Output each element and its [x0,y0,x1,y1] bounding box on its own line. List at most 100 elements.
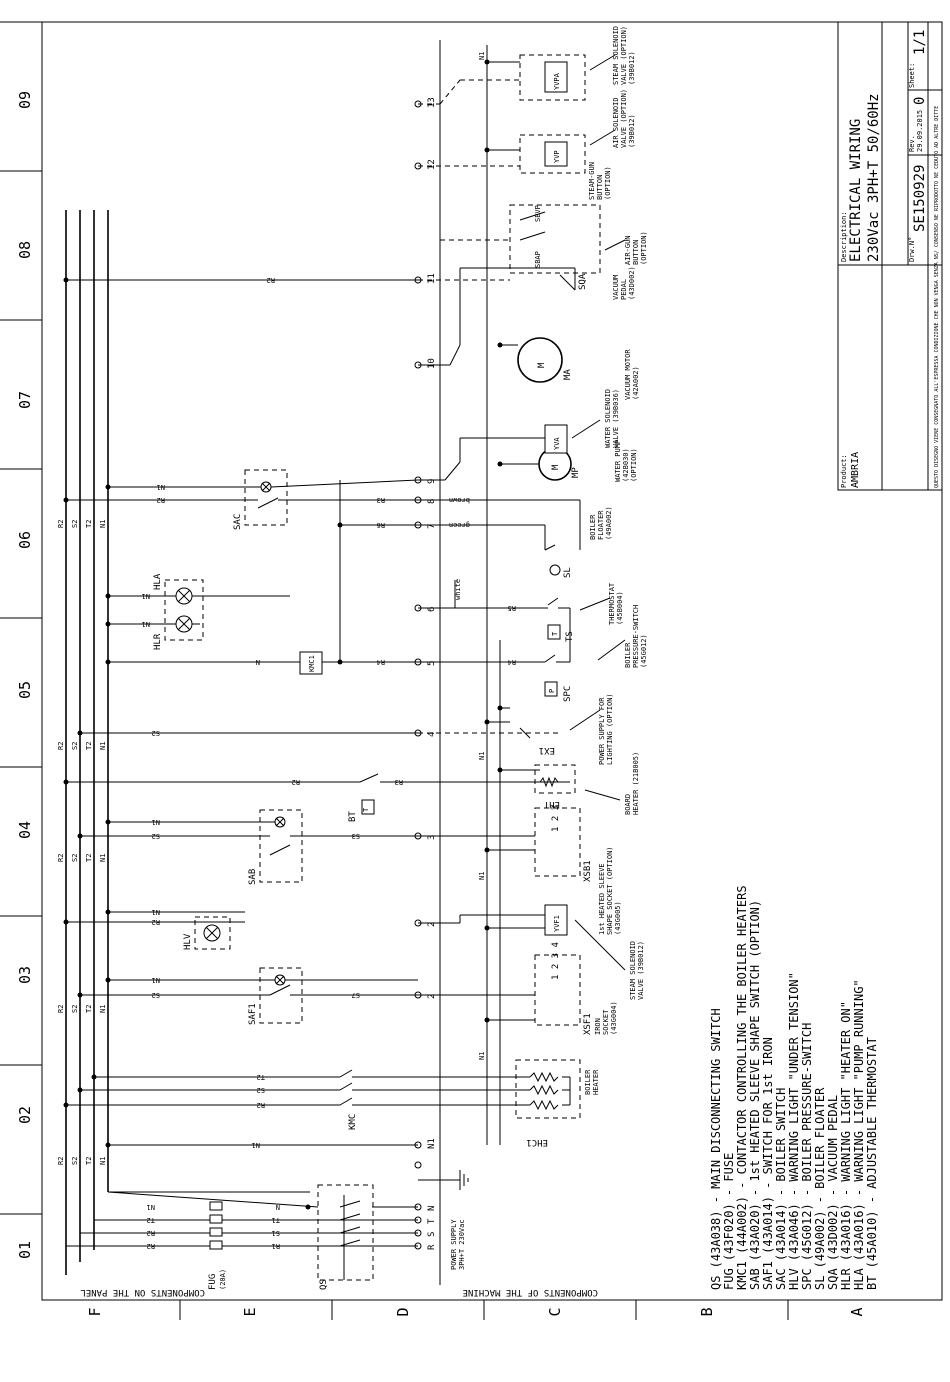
legend-item: SAB (43A020) - 1st HEATED SLEEVE SHAPE S… [748,900,762,1290]
terminal-S: S [427,1232,437,1237]
svg-text:SHAPE SOCKET (OPTION): SHAPE SOCKET (OPTION) [606,846,614,935]
mp-label: MP [571,467,581,478]
sac-label: SAC [233,514,243,530]
svg-text:R2: R2 [57,1005,65,1013]
svg-text:BOILER: BOILER [584,1069,592,1095]
warning-light-hlv: HLV [183,916,231,950]
pressure-switch-spc: P SPC BOILER PRESSURE-SWITCH (45G012) [544,605,648,702]
terminal-N: N [427,1206,437,1211]
row-label-E: E [241,1307,259,1316]
switch-sab: SAB [248,809,303,885]
row-label-B: B [698,1307,716,1316]
legend-item: QS (43A038) - MAIN DISCONNECTING SWITCH [709,1008,723,1290]
revision-label: Rev. [908,135,916,152]
sab-label: SAB [248,869,258,885]
terminal-6: 6 [427,607,437,612]
bt-label: BT [348,811,358,822]
legend-item: SL (49A002) - BOILER FLOATER [813,1087,827,1290]
column-label-02: 02 [16,1106,34,1124]
title-block: Product: AMBRIA Description: ELECTRICAL … [837,21,943,491]
legend-item: SAF1 (43A014) - SWITCH FOR 1st IRON [761,1037,775,1290]
column-label-08: 08 [16,241,34,259]
svg-text:STEAM SOLENOID: STEAM SOLENOID [629,941,637,1000]
xsb1-label: XSB1 [583,860,593,882]
terminal-5: 5 [427,661,437,666]
ex1-label: EX1 [539,745,555,755]
main-switch-qs: QS [317,1184,374,1290]
svg-text:N1: N1 [99,1005,107,1013]
svg-text:POWER SUPPLY: POWER SUPPLY [450,1219,458,1270]
contactor-kmc: KMC R2 S2 T2 [66,1069,530,1130]
svg-text:T: T [551,631,559,636]
svg-text:(39B012): (39B012) [628,51,636,85]
qs-label: QS [319,1279,329,1290]
svg-text:3PH+T 230Vac: 3PH+T 230Vac [458,1219,466,1270]
svg-text:PEDAL: PEDAL [620,279,628,300]
column-label-04: 04 [16,821,34,839]
svg-text:N1: N1 [99,742,107,750]
svg-text:T2: T2 [85,1157,93,1165]
component-legend: QS (43A038) - MAIN DISCONNECTING SWITCH … [709,885,879,1290]
terminal-3: 3 [427,835,437,840]
svg-text:S7: S7 [352,991,360,999]
gun-buttons-sbap-sbvp: SBAP SBVP AIR-GUN BUTTON (OPTION) STEAM-… [418,162,648,281]
boiler-heater-ehc1: EHC1 BOILER HEATER [515,1059,600,1147]
bus-R2: R2 [57,520,65,528]
svg-text:N1: N1 [478,1052,486,1060]
xsf1-label: XSF1 [583,1013,593,1035]
svg-text:(45G012): (45G012) [640,634,648,668]
kmc1-label: KMC1 [308,655,316,672]
legend-item: HLV (43A046) - WARNING LIGHT "UNDER TENS… [787,972,801,1290]
svg-text:R6: R6 [377,521,385,529]
svg-text:R2: R2 [157,496,165,504]
svg-text:R5: R5 [508,604,516,612]
svg-text:T2: T2 [85,1005,93,1013]
svg-text:S2: S2 [152,729,160,737]
svg-text:S2: S2 [257,1086,265,1094]
power-supply-label: POWER SUPPLY 3PH+T 230Vac [450,1219,466,1270]
terminal-10: 10 [427,358,437,369]
svg-text:N: N [276,1203,280,1211]
svg-text:VACUUM: VACUUM [612,275,620,300]
svg-text:VACUUM MOTOR: VACUUM MOTOR [624,349,632,400]
legend-item: FUG (43F020) - FUSE [722,1153,736,1290]
product-name: AMBRIA [850,452,861,488]
svg-text:N1: N1 [478,752,486,760]
svg-text:T1: T1 [272,1216,280,1224]
svg-text:(43G004): (43G004) [610,1001,618,1035]
description-line-1: ELECTRICAL WIRING [848,119,864,262]
svg-text:M: M [537,362,547,368]
svg-text:FLOATER: FLOATER [597,510,605,540]
svg-text:N1: N1 [478,52,486,60]
svg-text:WATER PUMP: WATER PUMP [614,440,622,482]
fuse-fug: FUG (20A) [208,1201,227,1290]
svg-text:S3: S3 [352,832,360,840]
row-label-F: F [86,1307,104,1316]
svg-text:1st HEATED SLEEVE: 1st HEATED SLEEVE [598,863,606,935]
vacuum-motor-ma: M MA VACUUM MOTOR (42A002) [517,337,640,400]
eht-label: EHT [543,799,560,809]
terminal-13: 13 [427,97,437,108]
legend-item: HLA (43A016) - WARNING LIGHT "PUMP RUNNI… [852,979,866,1290]
svg-text:S2: S2 [71,1005,79,1013]
svg-text:BOILER: BOILER [624,642,632,668]
row-label-A: A [848,1307,866,1316]
svg-text:T: T [362,807,370,812]
disclaimer: QUESTO DISEGNO VIENE CONSEGNATO ALL'ESPR… [934,106,940,488]
svg-text:AIR-GUN: AIR-GUN [624,235,632,265]
terminal-9: 9 [427,479,437,484]
sl-label: SL [563,567,573,578]
svg-text:BOILER: BOILER [589,514,597,540]
svg-text:(42A002): (42A002) [632,366,640,400]
svg-text:T2: T2 [147,1216,155,1224]
svg-text:S2: S2 [152,991,160,999]
terminal-N1: N1 [427,1138,437,1149]
svg-text:N1: N1 [142,620,150,628]
terminal-T: T [427,1218,437,1224]
svg-text:R2: R2 [292,778,300,786]
svg-text:R3: R3 [395,778,403,786]
sbvp-label: SBVP [534,205,542,222]
svg-text:N1: N1 [252,1141,260,1149]
ehc1-label: EHC1 [526,1137,548,1147]
row-ruler: F E D C B A [86,1300,866,1320]
